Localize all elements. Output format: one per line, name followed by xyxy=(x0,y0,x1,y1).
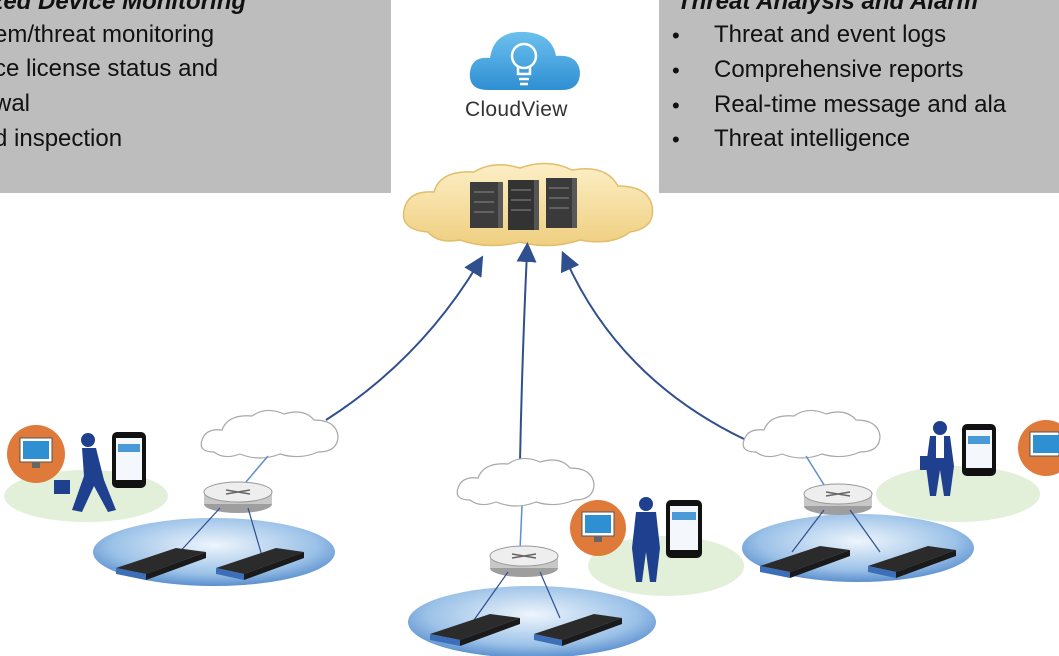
bullet-icon: • xyxy=(672,58,680,83)
panel-item: Threat intelligence xyxy=(714,125,911,152)
router-icon xyxy=(203,481,273,513)
bullet-icon: • xyxy=(672,93,680,118)
panel-title: lized Device Monitoring xyxy=(0,0,247,15)
firewall-appliance-icon xyxy=(216,548,304,580)
monitor-badge-icon xyxy=(1018,420,1059,476)
right-site xyxy=(742,409,1059,582)
panel-item: Real-time message and ala xyxy=(714,91,1007,118)
smartphone-icon xyxy=(112,432,146,488)
threat-analysis-panel: Threat Analysis and Alarm • Threat and e… xyxy=(659,0,1059,193)
smartphone-icon xyxy=(666,500,702,558)
walking-person-icon xyxy=(54,433,116,512)
server-rack-icon xyxy=(470,182,503,228)
user-area xyxy=(876,466,1040,522)
cloudview-label: CloudView xyxy=(465,98,568,121)
standing-person-icon xyxy=(632,497,660,582)
monitor-badge-icon xyxy=(570,500,626,556)
bullet-icon: • xyxy=(672,23,680,48)
server-rack-icon xyxy=(546,178,577,228)
firewall-appliance-icon xyxy=(868,546,956,578)
centralized-monitoring-panel: lized Device Monitoring em/threat monito… xyxy=(0,0,391,193)
cloudview-logo-icon xyxy=(469,31,580,90)
router-icon xyxy=(803,483,873,515)
uplink-arrow-center xyxy=(516,242,537,463)
server-cloud-icon xyxy=(402,162,654,247)
user-area xyxy=(588,536,744,596)
firewall-appliance-icon xyxy=(430,614,520,646)
router-icon xyxy=(489,545,559,577)
panel-item: Threat and event logs xyxy=(714,21,947,48)
bullet-icon: • xyxy=(672,127,680,152)
uplink-arrow-right xyxy=(560,250,747,441)
firewall-appliance-icon xyxy=(760,546,850,578)
panel-title: Threat Analysis and Alarm xyxy=(677,0,978,15)
server-rack-icon xyxy=(508,180,539,230)
firewall-appliance-icon xyxy=(534,614,622,646)
network-cloud-icon xyxy=(742,409,881,459)
panel-item: d inspection xyxy=(0,125,123,152)
panel-item: wal xyxy=(0,90,31,117)
panel-item: em/threat monitoring xyxy=(0,21,215,48)
person-with-briefcase-icon xyxy=(920,421,954,496)
panel-item: Comprehensive reports xyxy=(714,56,964,83)
firewall-appliance-icon xyxy=(116,548,206,580)
panel-item: ce license status and xyxy=(0,55,219,82)
center-site xyxy=(408,457,744,656)
network-cloud-icon xyxy=(200,409,339,459)
uplink-arrow-left xyxy=(325,255,484,421)
smartphone-icon xyxy=(962,424,996,476)
left-site xyxy=(4,409,339,586)
monitor-badge-icon xyxy=(7,425,65,483)
network-cloud-icon xyxy=(456,457,595,507)
